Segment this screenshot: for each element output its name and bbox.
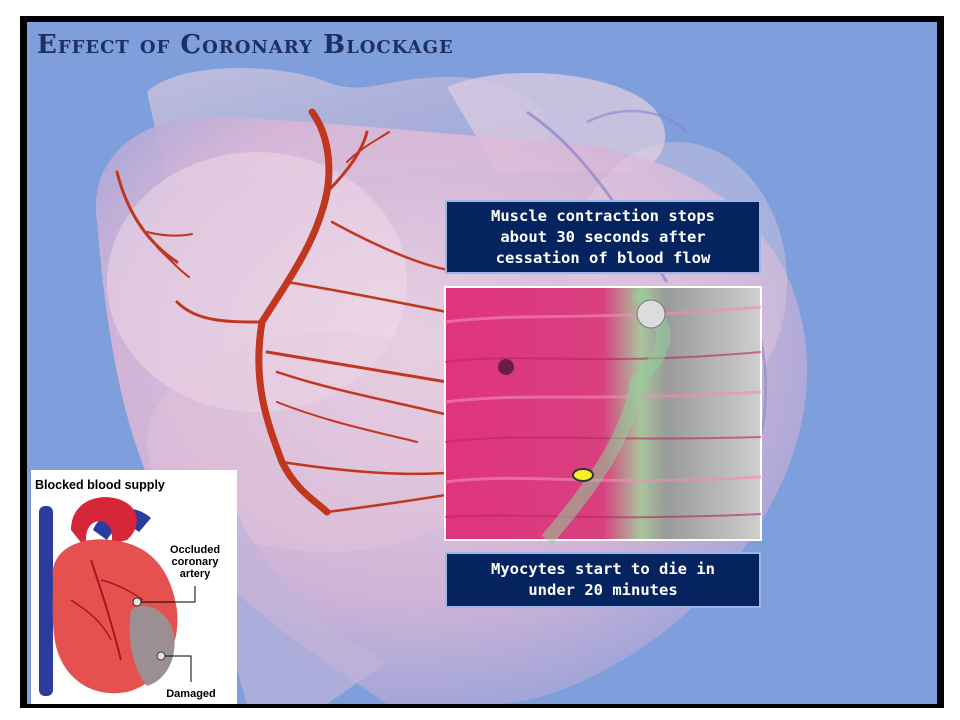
slide-stage: Effect of Coronary Blockage Muscle contr… (27, 22, 937, 704)
coronary-artery (115, 108, 688, 516)
callout-contraction: Muscle contraction stops about 30 second… (445, 200, 761, 274)
inset-heart-illustration (39, 497, 196, 696)
callout-line: under 20 minutes (528, 581, 678, 599)
muscle-tissue-patch (444, 286, 762, 545)
callout-line: Myocytes start to die in (491, 560, 715, 578)
vein-line (586, 109, 688, 133)
lower-lobe-shape (223, 492, 387, 704)
inset-heart-diagram: Blocked blood supply Occluded coronary a… (31, 470, 237, 704)
label-line: coronary (171, 556, 219, 568)
label-occluded-artery: Occluded coronary artery (159, 544, 231, 580)
callout-myocytes: Myocytes start to die in under 20 minute… (445, 552, 761, 608)
label-line: artery (179, 568, 211, 580)
blockage-marker (572, 468, 594, 482)
callout-line: cessation of blood flow (495, 248, 711, 267)
inset-title: Blocked blood supply (35, 478, 165, 492)
label-damaged: Damaged (166, 688, 216, 700)
callout-line: Muscle contraction stops (491, 206, 715, 225)
heart-texture (147, 332, 507, 552)
callout-line: about 30 seconds after (500, 227, 706, 246)
slide-title: Effect of Coronary Blockage (37, 30, 454, 60)
heart-texture (107, 152, 407, 412)
label-line: Occluded (169, 544, 221, 556)
